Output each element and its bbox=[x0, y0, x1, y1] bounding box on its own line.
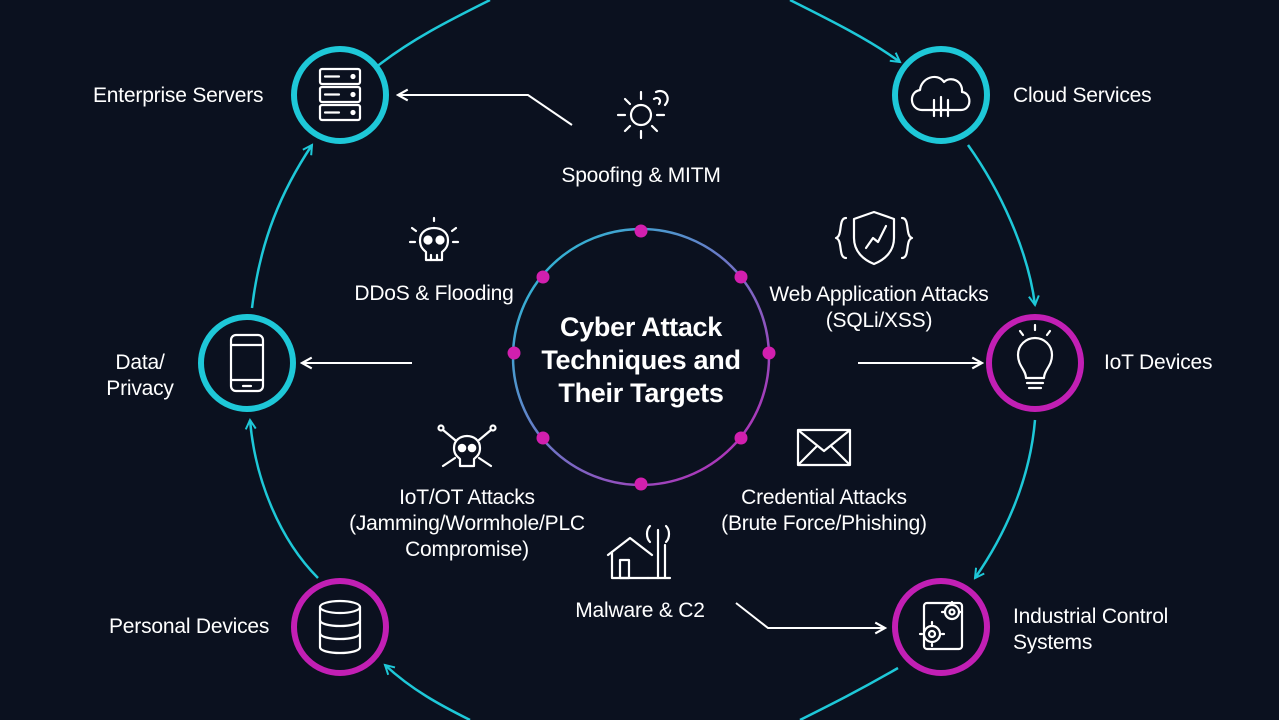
arc-bottom-to-personal bbox=[385, 665, 471, 720]
iot-devices-node bbox=[986, 314, 1084, 412]
enterprise-servers-label: Enterprise Servers bbox=[93, 84, 264, 107]
data-privacy-label-line: Data/ bbox=[115, 351, 165, 374]
center-dot bbox=[762, 346, 776, 360]
center-dot bbox=[734, 270, 748, 284]
center-dot bbox=[536, 431, 550, 445]
credential-label-line: Credential Attacks bbox=[741, 486, 907, 509]
iot-ot-label-line: (Jamming/Wormhole/PLC bbox=[349, 512, 585, 535]
center-dot bbox=[634, 477, 648, 491]
spoofing-label: Spoofing & MITM bbox=[561, 164, 721, 187]
arrow-malware-to-ics bbox=[735, 602, 885, 628]
iot-devices-label: IoT Devices bbox=[1104, 351, 1213, 374]
personal-devices-label: Personal Devices bbox=[109, 615, 270, 638]
arc-cloud-to-iot bbox=[966, 144, 1035, 305]
cloud-services-label: Cloud Services bbox=[1013, 84, 1152, 107]
center-dot bbox=[536, 270, 550, 284]
personal-devices-node bbox=[291, 578, 389, 676]
arc-ics-bottom bbox=[799, 666, 899, 720]
credential-label: Credential Attacks (Brute Force/Phishing… bbox=[721, 485, 927, 537]
envelope-icon bbox=[796, 428, 852, 467]
shield-code-icon bbox=[834, 210, 914, 266]
iot-ot-label-line: Compromise) bbox=[405, 538, 529, 561]
gears-icon bbox=[918, 600, 964, 651]
sun-signal-icon bbox=[616, 89, 669, 140]
center-dot bbox=[507, 346, 521, 360]
arc-top-to-cloud bbox=[789, 0, 900, 62]
ddos-label: DDoS & Flooding bbox=[354, 282, 514, 305]
malware-label: Malware & C2 bbox=[575, 599, 705, 622]
skull-icon bbox=[408, 216, 460, 262]
center-hub bbox=[507, 224, 776, 491]
cloud-services-node bbox=[892, 46, 990, 144]
industrial-control-label-line: Systems bbox=[1013, 631, 1093, 654]
arc-personal-to-data bbox=[250, 420, 319, 579]
industrial-control-node bbox=[892, 578, 990, 676]
data-privacy-label-line: Privacy bbox=[106, 377, 174, 400]
center-dot bbox=[634, 224, 648, 238]
lightbulb-icon bbox=[1016, 323, 1054, 390]
title-line: Cyber Attack bbox=[560, 312, 722, 342]
arc-iot-to-ics bbox=[975, 419, 1037, 578]
attack-arrows bbox=[302, 95, 982, 628]
iot-ot-label: IoT/OT Attacks (Jamming/Wormhole/PLC Com… bbox=[349, 485, 585, 563]
title-line: Their Targets bbox=[558, 378, 724, 408]
cloud-icon bbox=[910, 75, 971, 118]
outer-cycle-arcs bbox=[250, 0, 1035, 720]
arrow-spoofing-to-enterprise bbox=[398, 95, 573, 126]
arc-data-to-enterprise bbox=[250, 145, 312, 309]
smartphone-icon bbox=[229, 333, 265, 393]
web-app-label-line: (SQLi/XSS) bbox=[825, 309, 933, 332]
arc-top-left-stub bbox=[374, 0, 491, 69]
center-dot bbox=[734, 431, 748, 445]
credential-label-line: (Brute Force/Phishing) bbox=[721, 512, 927, 535]
data-privacy-label: Data/ Privacy bbox=[106, 350, 174, 402]
industrial-control-label: Industrial Control Systems bbox=[1013, 604, 1168, 656]
web-app-label: Web Application Attacks (SQLi/XSS) bbox=[769, 282, 988, 334]
web-app-label-line: Web Application Attacks bbox=[769, 283, 989, 306]
data-privacy-node bbox=[198, 314, 296, 412]
diagram-title: Cyber Attack Techniques and Their Target… bbox=[541, 311, 741, 410]
enterprise-servers-node bbox=[291, 46, 389, 144]
database-icon bbox=[318, 599, 362, 655]
skull-crossbones-icon bbox=[437, 424, 497, 468]
server-rack-icon bbox=[318, 67, 362, 122]
iot-ot-label-line: IoT/OT Attacks bbox=[399, 486, 535, 509]
house-antenna-icon bbox=[606, 524, 672, 580]
title-line: Techniques and bbox=[541, 345, 741, 375]
industrial-control-label-line: Industrial Control bbox=[1013, 605, 1169, 628]
